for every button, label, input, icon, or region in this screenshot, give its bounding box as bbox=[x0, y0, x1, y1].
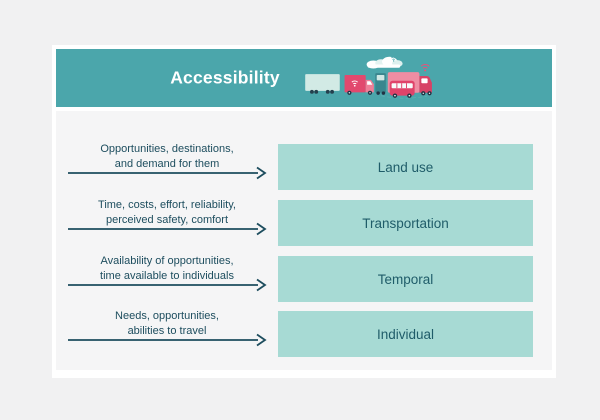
wifi-icon bbox=[351, 80, 358, 87]
flow-row-land-use: Opportunities, destinations, and demand … bbox=[56, 142, 552, 190]
category-box-label: Individual bbox=[376, 326, 435, 342]
truck-teal bbox=[375, 73, 386, 95]
ground-arc bbox=[380, 95, 428, 99]
delivery-truck-pink bbox=[344, 75, 374, 95]
category-box: Individual bbox=[278, 311, 533, 357]
category-box: Land use bbox=[278, 144, 533, 190]
arrow-icon bbox=[68, 333, 267, 347]
diagram-content: Opportunities, destinations, and demand … bbox=[56, 111, 552, 370]
row-label: Time, costs, effort, reliability, percei… bbox=[62, 198, 272, 227]
row-label: Needs, opportunities, abilities to trave… bbox=[62, 309, 272, 338]
row-label-line2: abilities to travel bbox=[127, 324, 207, 337]
page-title: Accessibility bbox=[170, 67, 280, 88]
category-box: Temporal bbox=[278, 256, 533, 302]
row-label-line1: Availability of opportunities, bbox=[100, 255, 234, 267]
bus-pink bbox=[389, 80, 415, 98]
category-box-label: Transportation bbox=[362, 215, 449, 231]
trailer-truck-mint bbox=[305, 74, 340, 94]
row-label-line1: Needs, opportunities, bbox=[115, 310, 219, 322]
header-banner: Accessibility bbox=[56, 49, 552, 107]
category-box: Transportation bbox=[278, 200, 533, 246]
flow-row-individual: Needs, opportunities, abilities to trave… bbox=[56, 309, 552, 357]
wifi-icon bbox=[391, 56, 396, 62]
trucks-illustration bbox=[305, 56, 432, 99]
arrow-icon bbox=[68, 278, 267, 292]
wifi-icon bbox=[420, 64, 430, 72]
row-label-line1: Time, costs, effort, reliability, bbox=[98, 199, 236, 211]
flow-row-temporal: Availability of opportunities, time avai… bbox=[56, 254, 552, 302]
arrow-icon bbox=[68, 222, 267, 236]
flow-row-transportation: Time, costs, effort, reliability, percei… bbox=[56, 198, 552, 246]
row-label-line2: and demand for them bbox=[114, 157, 220, 170]
category-box-label: Temporal bbox=[377, 271, 434, 287]
arrow-icon bbox=[68, 166, 267, 180]
row-label: Opportunities, destinations, and demand … bbox=[62, 142, 272, 171]
row-label: Availability of opportunities, time avai… bbox=[62, 254, 272, 283]
row-label-line2: time available to individuals bbox=[100, 269, 234, 282]
diagram-card: Accessibility bbox=[52, 45, 556, 378]
row-label-line2: perceived safety, comfort bbox=[105, 213, 229, 226]
cloud-icon bbox=[366, 56, 403, 69]
category-box-label: Land use bbox=[377, 159, 434, 175]
row-label-line1: Opportunities, destinations, bbox=[100, 143, 234, 155]
